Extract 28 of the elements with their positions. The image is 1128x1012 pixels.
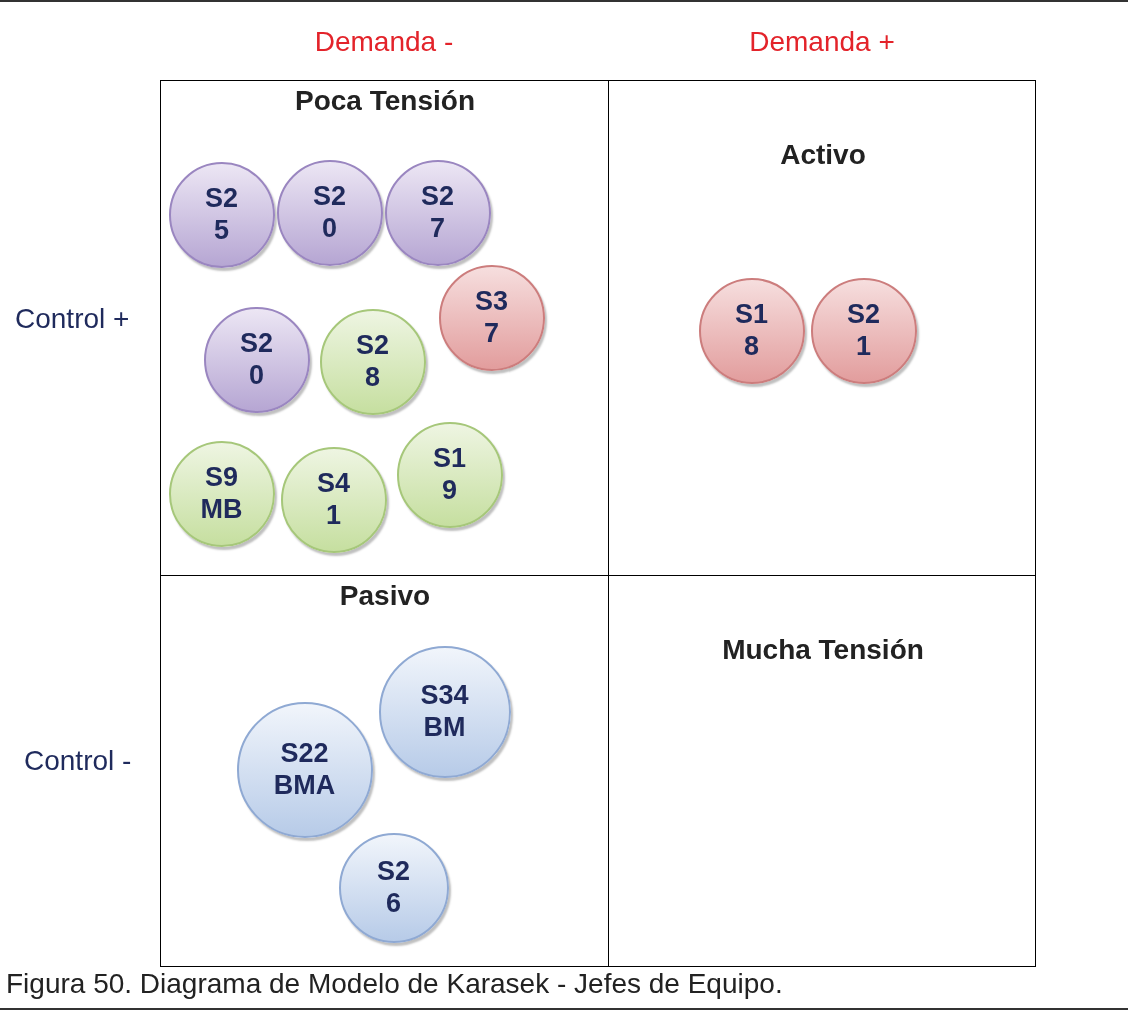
circle-label: S2 6 <box>377 856 410 919</box>
circle-label: S2 1 <box>847 299 880 362</box>
circle-label: S34 BM <box>420 680 469 743</box>
circle-label: S2 0 <box>240 328 273 391</box>
quadrant-cell <box>608 80 1036 577</box>
circle-label: S4 1 <box>317 468 350 531</box>
circle-label: S2 8 <box>356 330 389 393</box>
circle-label: S2 7 <box>421 181 454 244</box>
axis-label: Control - <box>24 745 132 777</box>
quadrant-cell <box>160 80 610 577</box>
circle-label: S2 5 <box>205 183 238 246</box>
circle-label: S9 MB <box>200 462 243 525</box>
axis-label: Control + <box>15 303 130 335</box>
circle-label: S3 7 <box>475 286 508 349</box>
circle-label: S1 9 <box>433 443 466 506</box>
quadrant-cell <box>160 575 610 967</box>
circle-label: S1 8 <box>735 299 768 362</box>
quadrant-heading: Poca Tensión <box>295 85 475 117</box>
quadrant-cell <box>608 575 1036 967</box>
circle-label: S2 0 <box>313 181 346 244</box>
quadrant-heading: Activo <box>780 139 866 171</box>
subject-circle <box>438 264 545 371</box>
figure-caption: Figura 50. Diagrama de Modelo de Karasek - Jefes de Equipo. <box>6 968 783 1000</box>
quadrant-heading: Mucha Tensión <box>722 634 924 666</box>
axis-label: Demanda + <box>749 26 895 58</box>
quadrant-heading: Pasivo <box>339 580 431 612</box>
circle-label: S22 BMA <box>273 738 336 801</box>
axis-label: Demanda - <box>314 26 454 58</box>
